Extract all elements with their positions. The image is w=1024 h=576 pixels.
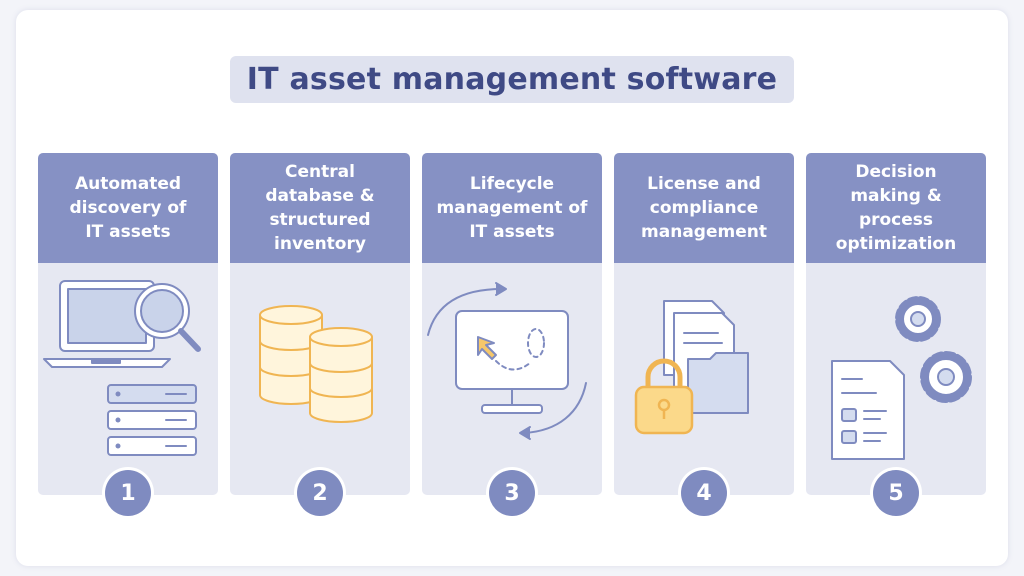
step-header-1: Automated discovery of IT assets — [38, 153, 218, 263]
step-number-text-2: 2 — [312, 480, 328, 506]
step-header-5: Decision making & process optimization — [806, 153, 986, 263]
step-label-3: Lifecycle management of IT assets — [436, 174, 588, 242]
step-number-text-4: 4 — [696, 480, 712, 506]
step-card-3: Lifecycle management of IT assets — [422, 153, 602, 495]
diagram-title: IT asset management software — [230, 56, 794, 103]
step-number-text-5: 5 — [888, 480, 904, 506]
step-card-1: Automated discovery of IT assets — [38, 153, 218, 495]
step-card-2: Central database & structured inventory — [230, 153, 410, 495]
step-label-5: Decision making & process optimization — [835, 162, 957, 254]
step-header-4: License and compliance management — [614, 153, 794, 263]
laptop-magnifier-servers-icon — [43, 280, 201, 456]
diagram-title-text: IT asset management software — [246, 62, 778, 97]
step-header-2: Central database & structured inventory — [230, 153, 410, 263]
step-card-4: License and compliance management — [614, 153, 794, 495]
step-number-3: 3 — [489, 470, 535, 516]
step-number-text-1: 1 — [120, 480, 136, 506]
step-number-1: 1 — [105, 470, 151, 516]
monitor-cycle-icon — [427, 282, 587, 440]
step-number-2: 2 — [297, 470, 343, 516]
step-label-1: Automated discovery of IT assets — [69, 174, 187, 242]
documents-padlock-icon — [634, 300, 749, 435]
document-gears-icon — [831, 296, 972, 460]
step-number-text-3: 3 — [504, 480, 520, 506]
step-number-4: 4 — [681, 470, 727, 516]
database-stacks-icon — [259, 305, 373, 423]
step-number-5: 5 — [873, 470, 919, 516]
step-card-5: Decision making & process optimization — [806, 153, 986, 495]
step-header-3: Lifecycle management of IT assets — [422, 153, 602, 263]
step-label-2: Central database & structured inventory — [265, 162, 375, 254]
step-label-4: License and compliance management — [641, 174, 767, 242]
